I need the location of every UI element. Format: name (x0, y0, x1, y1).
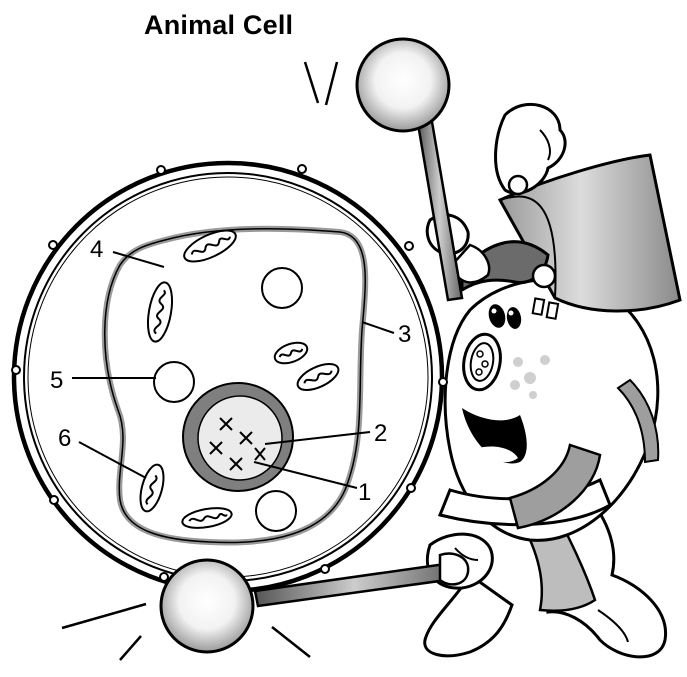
label-4: 4 (90, 236, 103, 263)
label-1: 1 (358, 479, 371, 506)
sound-lines-top (305, 62, 337, 105)
label-3: 3 (398, 321, 411, 348)
animal-cell (105, 224, 365, 542)
label-6: 6 (58, 425, 71, 452)
label-5: 5 (50, 367, 63, 394)
label-2: 2 (374, 420, 387, 447)
